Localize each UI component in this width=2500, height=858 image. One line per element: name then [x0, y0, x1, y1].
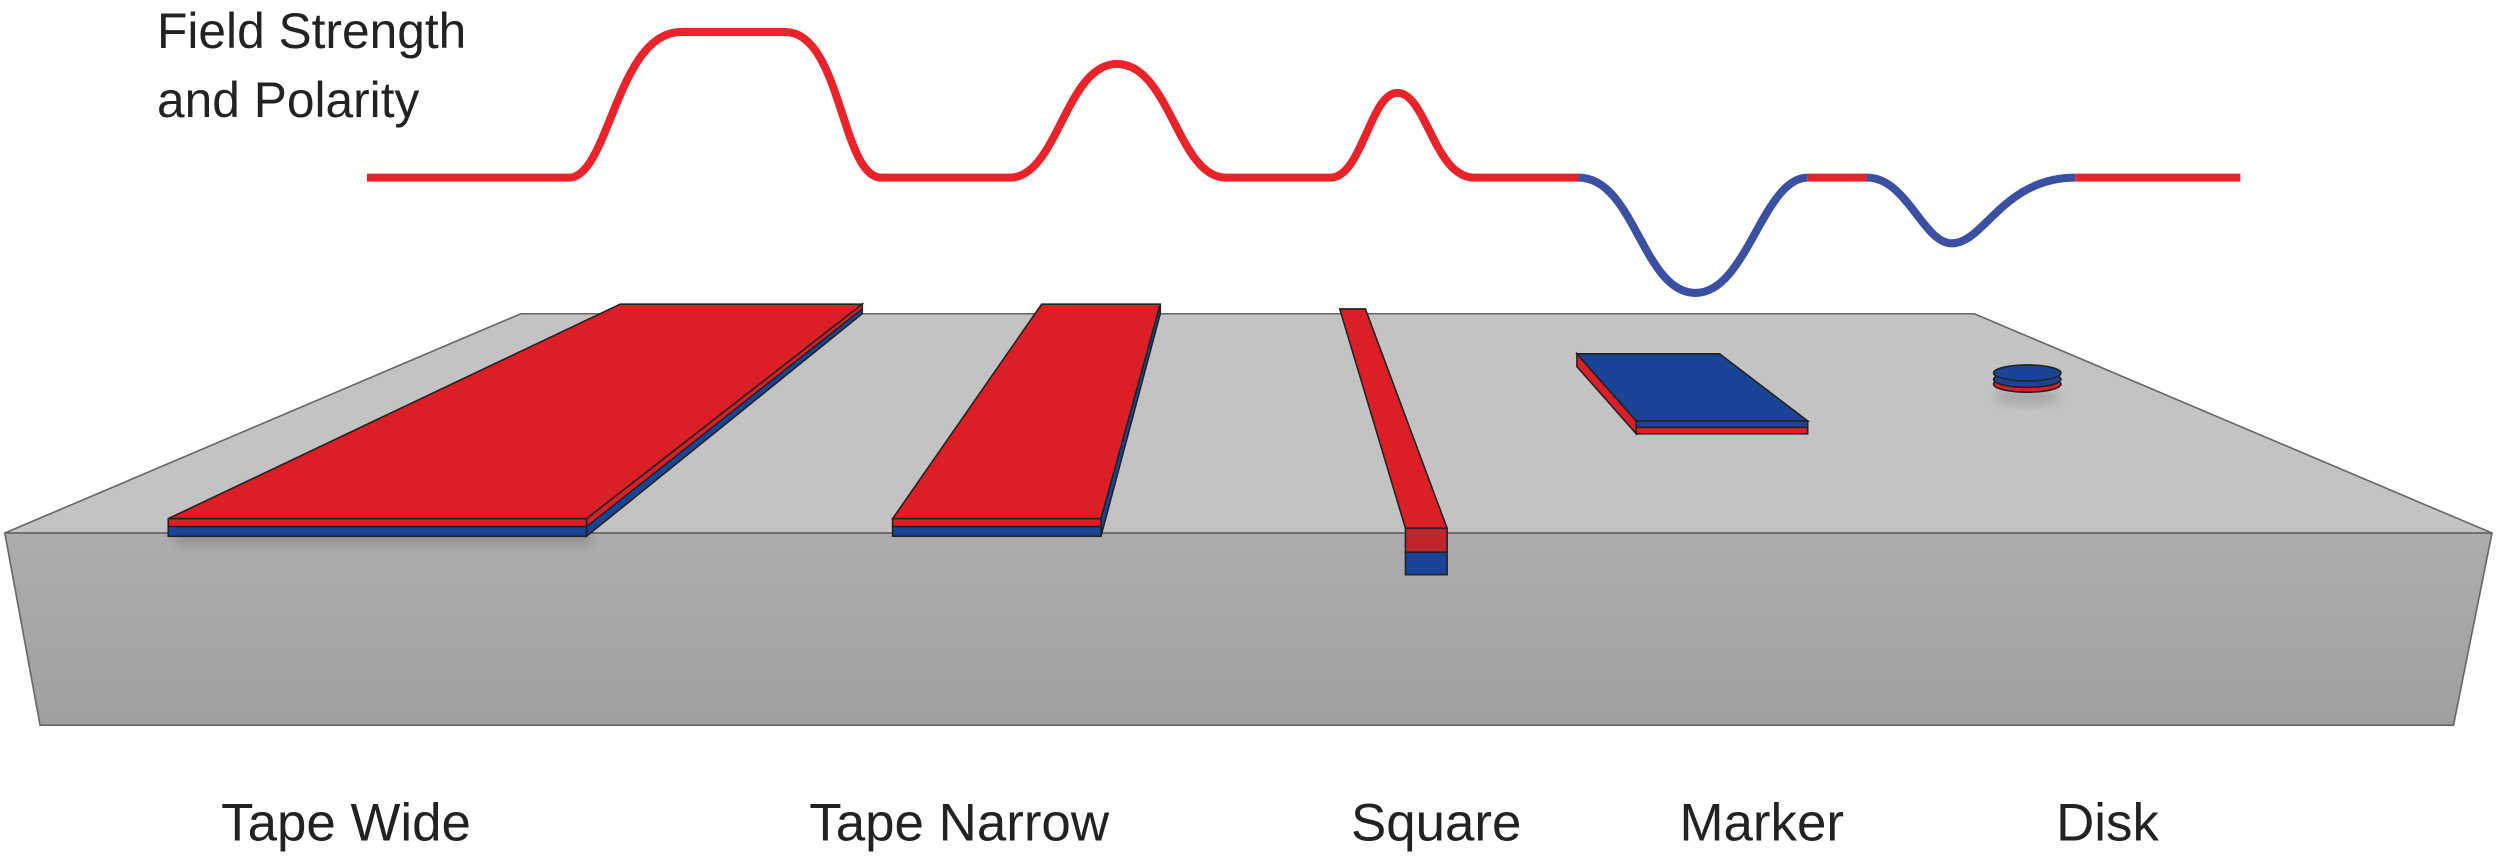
square-magnet [1338, 308, 1449, 576]
label-square: Square [1351, 793, 1522, 852]
field-curve-negative-disk [1866, 173, 2076, 248]
marker-magnet [1575, 351, 1811, 436]
disk-magnet [1992, 364, 2062, 405]
polarity-title: and Polarity [157, 72, 419, 128]
field-strength-title: Field Strength [157, 3, 466, 59]
field-curve [366, 28, 2241, 297]
label-disk: Disk [2056, 793, 2159, 852]
tape-narrow-magnet [891, 303, 1162, 538]
field-curve-negative-marker [1578, 173, 1809, 297]
substrate-front [3, 532, 2493, 726]
label-marker: Marker [1679, 793, 1844, 852]
label-tape-wide: Tape Wide [221, 793, 471, 852]
label-tape-narrow: Tape Narrow [809, 793, 1110, 852]
field-curve-positive [366, 28, 1579, 182]
tape-wide-magnet [167, 302, 865, 545]
